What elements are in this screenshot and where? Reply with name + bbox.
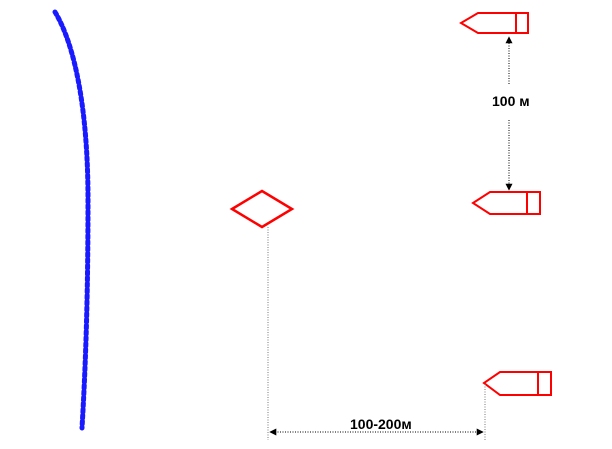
- shoreline-core: [54, 11, 89, 429]
- arrow-marker-bottom-icon: [482, 371, 552, 396]
- arrow-marker-middle-icon: [471, 191, 541, 215]
- arrow-marker-top-icon: [459, 12, 529, 34]
- shoreline-curve: [52, 9, 91, 431]
- horizontal-distance-label: 100-200м: [350, 416, 412, 432]
- diamond-marker-icon: [229, 189, 295, 229]
- vertical-distance-label: 100 м: [492, 93, 530, 109]
